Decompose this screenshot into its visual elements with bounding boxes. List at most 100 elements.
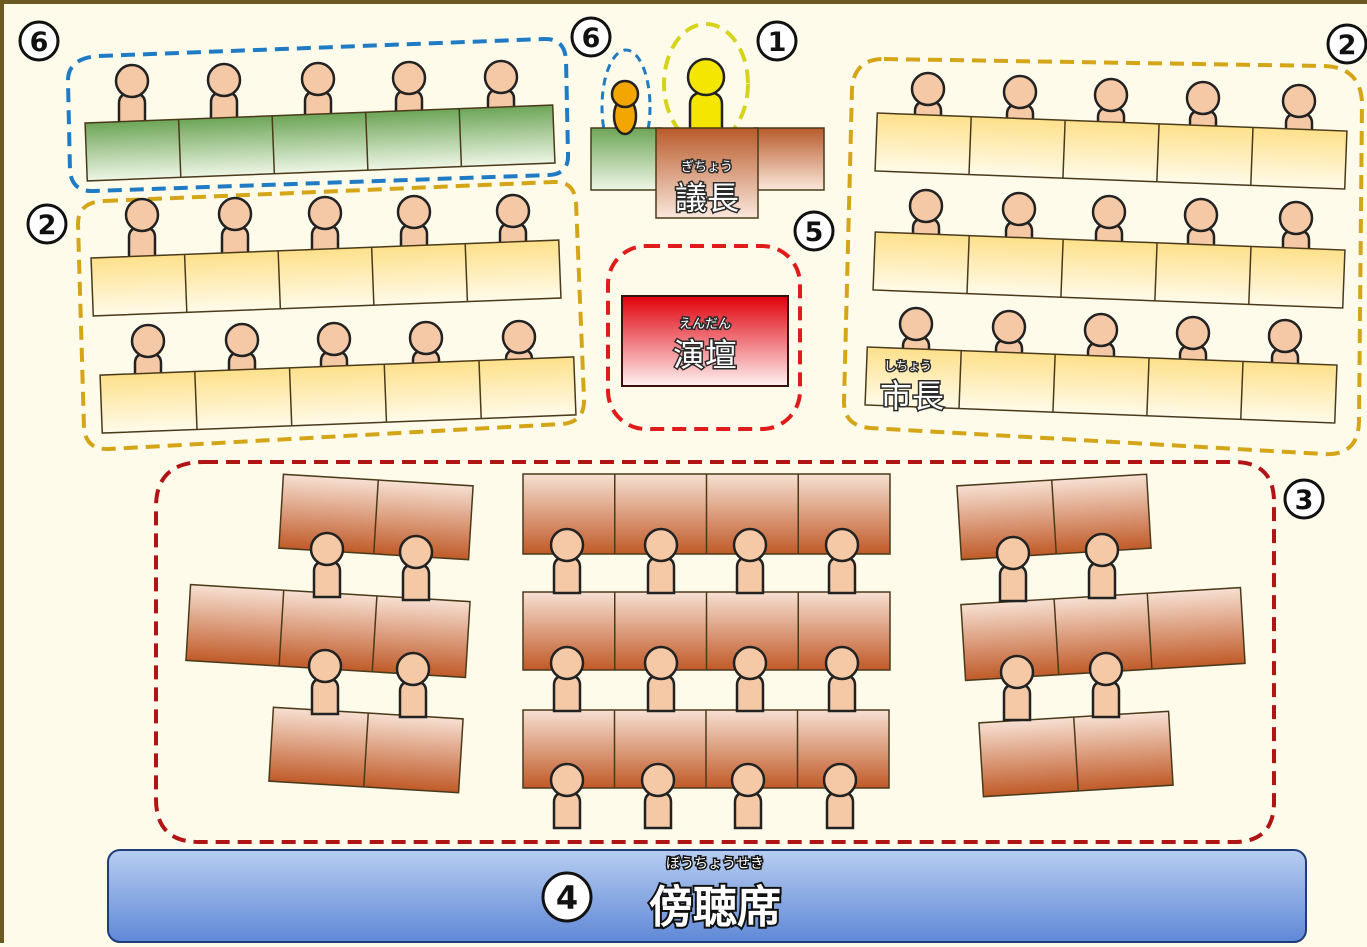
left-orange-member-row2-1-head [307, 648, 343, 684]
center-member-row1-3-body [735, 555, 765, 595]
clerk-figure-head [610, 79, 640, 109]
right-orange-member-row2-2-head [1088, 651, 1124, 687]
left-orange-desk-row-1 [278, 473, 474, 561]
group-outlines [65, 22, 1365, 844]
left-member-row1-1-head [124, 197, 160, 233]
right-yellow-desk-row-1-divider [1062, 120, 1066, 179]
right-member-row2-1-head [908, 188, 944, 224]
marker-2-right-text: 2 [1338, 30, 1357, 61]
committee-member-3-head [300, 61, 336, 97]
center-member-row1-2 [643, 527, 679, 595]
right-yellow-desk-row-3-divider [958, 350, 962, 409]
podium-label: 演壇 [673, 336, 737, 374]
left-member-row1-4-head [396, 194, 432, 230]
left-yellow-desk-row-2-frame [99, 356, 577, 434]
marker-6-left-text: 6 [30, 27, 49, 58]
center-member-row1-4-body [827, 555, 857, 595]
right-member-row3-4-head [1175, 315, 1211, 351]
committee-member-2-head [206, 62, 242, 98]
left-member-row1-3-head [307, 195, 343, 231]
right-yellow-desk-row-1 [874, 112, 1348, 190]
left-yellow-desk-row-1-divider [464, 243, 469, 302]
center-member-row2-4 [824, 645, 860, 713]
center-member-row3-2 [640, 762, 676, 830]
committee-member-1-head [114, 63, 150, 99]
right-orange-desk-row-2-divider [1146, 593, 1153, 670]
right-orange-member-row1-2 [1084, 532, 1120, 600]
right-orange-desk-row-2-divider [1053, 598, 1060, 675]
marker-5-text: 5 [805, 217, 824, 248]
right-orange-member-row1-1-head [995, 535, 1031, 571]
right-yellow-desk-row-3 [864, 346, 1338, 424]
center-member-row3-4 [822, 762, 858, 830]
left-yellow-desk-row-1-divider [370, 247, 375, 306]
right-orange-member-row2-1 [999, 654, 1035, 722]
group-2-right-outline [841, 56, 1365, 457]
marker-2-left [26, 203, 68, 245]
right-orange-member-row1-2-head [1084, 532, 1120, 568]
podium-box [621, 295, 789, 387]
left-orange-member-row2-2 [395, 651, 431, 719]
center-member-row1-1 [549, 527, 585, 595]
left-orange-member-row2-1 [307, 648, 343, 716]
right-orange-desk-row-3-divider [1072, 717, 1080, 791]
right-orange-desk-row-3 [978, 710, 1174, 798]
committee-member-5-head [483, 59, 519, 95]
center-member-row1-1-body [552, 555, 582, 595]
group-6-left-outline [65, 36, 571, 194]
green-desk-row-divider [271, 115, 276, 174]
right-member-row3-1-head [898, 306, 934, 342]
right-member-row1-4-head [1185, 80, 1221, 116]
center-member-row3-4-body [825, 790, 855, 830]
left-member-row1-5-head [495, 193, 531, 229]
marker-3-text: 3 [1295, 485, 1314, 516]
right-yellow-desk-row-1-divider [1156, 123, 1160, 182]
right-member-row3-5-head [1267, 318, 1303, 354]
right-orange-member-row1-1-body [998, 563, 1028, 603]
mayor-seat-label: 市長 [880, 377, 944, 415]
center-member-row1-2-head [643, 527, 679, 563]
right-yellow-desk-row-3-divider [1240, 361, 1244, 420]
left-member-row1-1 [124, 197, 160, 265]
left-orange-desk-row-1-divider [372, 480, 380, 554]
center-desk-row-1 [522, 473, 891, 555]
center-member-row3-2-head [640, 762, 676, 798]
right-yellow-desk-row-2-divider [966, 235, 970, 294]
left-yellow-desk-row-2-divider [478, 360, 482, 419]
center-member-row1-4-head [824, 527, 860, 563]
center-member-row2-1-head [549, 645, 585, 681]
right-member-row3-3 [1083, 312, 1119, 380]
left-orange-desk-row-2-divider [371, 595, 378, 672]
marker-2-right [1326, 23, 1367, 65]
committee-member-1 [114, 63, 150, 131]
marker-6-center [570, 16, 612, 58]
left-orange-member-row2-2-body [398, 679, 428, 719]
center-member-row1-3-head [732, 527, 768, 563]
speaker-platform: ぎちょう 議長 [590, 57, 825, 219]
left-yellow-desk-row-1-divider [183, 254, 188, 313]
committee-member-4-head [391, 60, 427, 96]
left-yellow-desk-row-2-divider [288, 367, 293, 426]
center-member-row2-3-body [735, 673, 765, 713]
marker-6-left [18, 20, 60, 62]
right-member-row1-2-head [1002, 74, 1038, 110]
right-member-row1-5-head [1281, 83, 1317, 119]
gallery-label: 傍聴席 [649, 882, 781, 933]
speaker-seat-label: 議長 [675, 179, 739, 217]
left-orange-desk-row-2 [185, 583, 471, 679]
left-orange-member-row2-1-body [310, 676, 340, 716]
left-orange-member-row1-1-head [309, 531, 345, 567]
left-orange-member-row2-2-head [395, 651, 431, 687]
center-member-row2-1-body [552, 673, 582, 713]
podium: えんだん 演壇 [621, 295, 789, 387]
right-yellow-desk-row-2-divider [1060, 239, 1064, 298]
left-orange-member-row1-2 [398, 534, 434, 602]
left-yellow-desk-row-1 [90, 239, 562, 317]
marker-6-center-text: 6 [582, 23, 601, 54]
right-orange-member-row2-2 [1088, 651, 1124, 719]
public-gallery: 4 ぼうちょうせき 傍聴席 [107, 849, 1307, 943]
center-member-row2-1 [549, 645, 585, 713]
center-member-row2-4-body [827, 673, 857, 713]
left-member-row2-4-head [408, 320, 444, 356]
